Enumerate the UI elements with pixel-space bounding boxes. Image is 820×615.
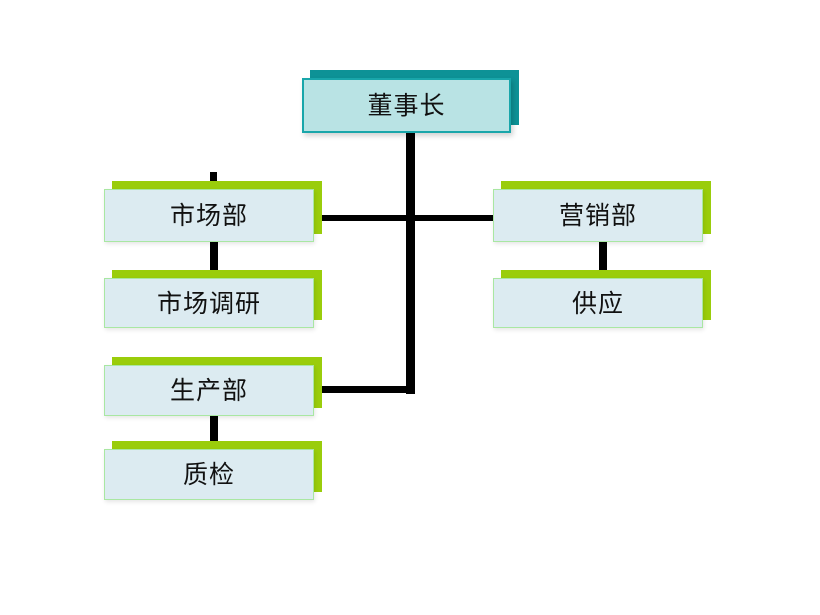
node-quality-check[interactable]: 质检 (104, 441, 322, 500)
node-face: 供应 (493, 278, 703, 328)
connector-horizontal-lower (321, 386, 413, 393)
node-label-market-research: 市场调研 (156, 288, 261, 318)
node-label-supply: 供应 (571, 288, 624, 318)
node-label-market-dept: 市场部 (169, 201, 248, 230)
node-chairman[interactable]: 董事长 (302, 70, 519, 133)
node-market-research[interactable]: 市场调研 (104, 270, 322, 328)
node-sales-dept[interactable]: 营销部 (493, 181, 711, 242)
node-face: 营销部 (493, 189, 703, 242)
node-face: 市场部 (104, 189, 314, 242)
node-face: 生产部 (104, 365, 314, 416)
node-face: 市场调研 (104, 278, 314, 328)
node-label-production-dept: 生产部 (169, 376, 248, 405)
node-label-chairman: 董事长 (367, 91, 446, 120)
connector-stub-market-dept (210, 172, 217, 181)
node-supply[interactable]: 供应 (493, 270, 711, 328)
node-face: 董事长 (302, 78, 511, 133)
connector-horizontal-upper (321, 215, 496, 221)
connector-market-dept-to-research (210, 241, 218, 272)
node-face: 质检 (104, 449, 314, 500)
node-production-dept[interactable]: 生产部 (104, 357, 322, 416)
connector-production-to-quality (210, 415, 218, 446)
node-market-dept[interactable]: 市场部 (104, 181, 322, 242)
connector-sales-to-supply (599, 241, 607, 272)
node-label-quality-check: 质检 (182, 460, 235, 489)
connector-trunk-vertical (406, 131, 415, 394)
node-label-sales-dept: 营销部 (558, 201, 637, 230)
